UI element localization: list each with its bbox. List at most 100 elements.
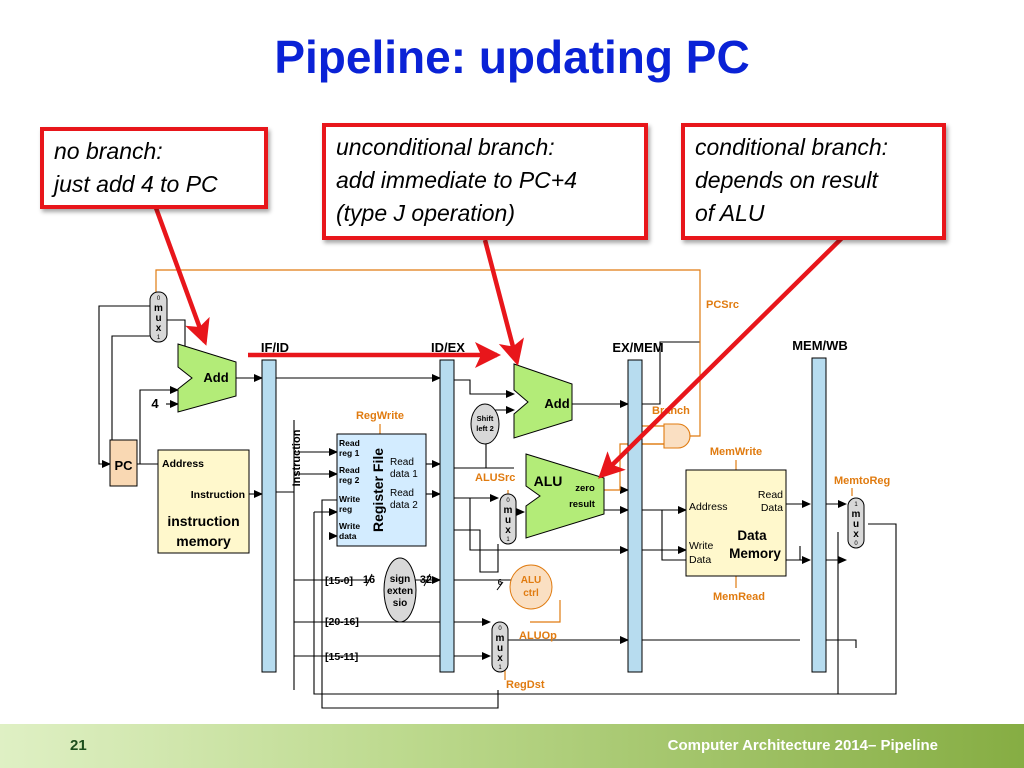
svg-text:reg 2: reg 2 [339,475,360,485]
register-file: Read reg 1 Read reg 2 Write reg Write da… [336,433,427,547]
svg-text:Write: Write [339,521,360,531]
slide-title: Pipeline: updating PC [274,31,750,83]
signal-regwrite: RegWrite [356,410,404,422]
pipeline-register-if-id: IF/ID [261,340,289,673]
svg-text:zero: zero [575,483,595,494]
signal-regdst: RegDst [506,679,545,691]
svg-text:ALU: ALU [534,473,563,489]
bit-range-15-0: [15-0] [325,575,353,587]
width-6: 6 [498,578,503,587]
data-memory: Address Read Data Write Data Data Memory [685,469,787,577]
svg-text:x: x [156,323,162,334]
svg-text:EX/MEM: EX/MEM [612,340,663,355]
pipeline-diagram: 0 m u x 1 PC 4 Add Address Instruction i… [98,207,897,709]
svg-text:Add: Add [544,396,569,411]
width-32: 32 [420,574,432,586]
svg-text:0: 0 [506,498,510,504]
alusrc-mux: 0 m u x 1 [499,493,517,545]
datapath-wires [98,305,897,709]
callout-unconditional-line1: unconditional branch: [336,134,555,160]
callout-conditional-line1: conditional branch: [695,134,889,160]
svg-text:data: data [339,531,357,541]
svg-text:1: 1 [854,502,858,508]
signal-memwrite: MemWrite [710,446,762,458]
callout-unconditional-line2: add immediate to PC+4 [336,167,577,193]
arrow-no-branch [153,207,210,346]
pipeline-register-ex-mem: EX/MEM [612,340,664,673]
svg-text:sign: sign [390,574,411,585]
svg-text:Read: Read [339,465,360,475]
program-counter: PC [109,439,138,487]
svg-text:0: 0 [157,296,161,302]
svg-text:reg 1: reg 1 [339,448,360,458]
svg-text:Data: Data [761,502,783,514]
callout-conditional-line3: of ALU [695,200,765,226]
svg-text:1: 1 [498,665,502,671]
svg-text:Write: Write [689,540,713,552]
alu-control: ALU ctrl [509,564,553,610]
pc-adder: Add [177,343,237,413]
svg-text:exten: exten [387,586,413,597]
svg-text:Memory: Memory [729,546,781,561]
svg-text:1: 1 [157,335,161,341]
svg-text:u: u [853,519,859,530]
svg-text:Read: Read [758,489,783,501]
memtoreg-mux: 1 m u x 0 [847,497,865,549]
svg-text:Address: Address [162,458,204,470]
svg-text:x: x [853,529,859,540]
branch-and-gate [663,423,691,449]
callout-conditional-branch: conditional branch: depends on result of… [681,123,946,240]
arrow-conditional [598,235,845,479]
signal-pcsrc: PCSrc [706,299,739,311]
svg-text:Register File: Register File [370,448,386,532]
svg-text:x: x [497,653,503,664]
svg-text:sio: sio [393,598,407,609]
svg-text:Instruction: Instruction [191,489,245,501]
svg-text:u: u [497,643,503,654]
svg-text:Data: Data [737,528,767,543]
svg-text:Write: Write [339,494,360,504]
pipeline-register-mem-wb: MEM/WB [792,338,848,673]
svg-text:Add: Add [203,370,228,385]
signal-memtoreg: MemtoReg [834,475,890,487]
callout-no-branch: no branch: just add 4 to PC [40,127,268,209]
svg-text:result: result [569,499,596,510]
svg-text:PC: PC [114,458,133,473]
regdst-mux: 0 m u x 1 [491,621,509,673]
bus-width-ticks [365,573,504,591]
svg-text:ID/EX: ID/EX [431,340,465,355]
svg-text:left 2: left 2 [476,424,494,433]
svg-text:Shift: Shift [477,414,494,423]
svg-text:0: 0 [854,541,858,547]
callout-arrows [153,207,845,479]
svg-text:Read: Read [390,457,414,468]
sign-extend: sign exten sio [383,557,417,623]
course-title: Computer Architecture 2014– Pipeline [667,737,938,754]
page-number: 21 [70,737,87,754]
bit-range-20-16: [20-16] [325,616,359,628]
svg-text:Read: Read [390,488,414,499]
signal-aluop: ALUOp [519,630,557,642]
svg-text:x: x [505,525,511,536]
instruction-memory: Address Instruction instruction memory [157,449,250,554]
svg-text:m: m [154,303,163,314]
callout-unconditional-line3: (type J operation) [336,200,515,226]
slide-footer: 21 Computer Architecture 2014– Pipeline [0,724,1024,768]
svg-text:instruction: instruction [167,513,239,529]
svg-text:memory: memory [176,533,231,549]
svg-text:m: m [496,633,505,644]
pipeline-register-id-ex: ID/EX [431,340,465,673]
svg-text:reg: reg [339,504,352,514]
svg-text:m: m [852,509,861,520]
constant-four: 4 [151,396,159,411]
svg-text:IF/ID: IF/ID [261,340,289,355]
svg-text:ctrl: ctrl [523,588,539,599]
signal-memread: MemRead [713,591,765,603]
svg-text:u: u [505,515,511,526]
svg-text:MEM/WB: MEM/WB [792,338,848,353]
svg-text:Read: Read [339,438,360,448]
svg-text:Data: Data [689,554,711,566]
signal-alusrc: ALUSrc [475,472,515,484]
arrow-unconditional-vertical [482,239,524,366]
shift-left-2: Shift left 2 [470,403,500,445]
